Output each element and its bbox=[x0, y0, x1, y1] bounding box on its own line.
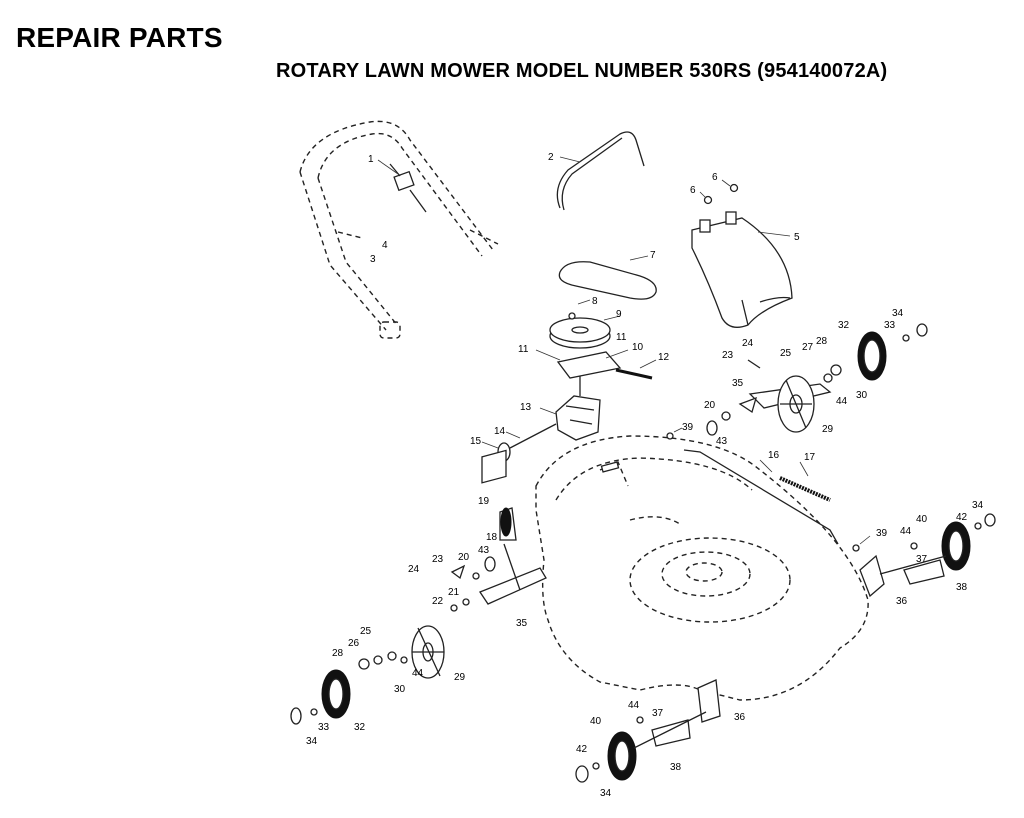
rear-left-wheel-assembly bbox=[290, 449, 547, 725]
part-1-control bbox=[377, 159, 427, 213]
callout-24b: 24 bbox=[408, 564, 420, 575]
part-17-strip bbox=[779, 461, 831, 502]
callout-38b: 38 bbox=[670, 762, 682, 773]
callout-23b: 23 bbox=[432, 554, 444, 565]
callout-8: 8 bbox=[592, 296, 598, 307]
callout-11a: 11 bbox=[518, 344, 529, 355]
part-39-studs bbox=[666, 427, 871, 552]
callout-20a: 20 bbox=[704, 400, 716, 411]
callout-19: 19 bbox=[478, 496, 490, 507]
callout-28a: 28 bbox=[816, 336, 828, 347]
callout-30a: 30 bbox=[856, 390, 868, 401]
callout-4: 4 bbox=[382, 240, 388, 251]
callout-25a: 25 bbox=[780, 348, 792, 359]
callout-25b: 25 bbox=[360, 626, 372, 637]
callout-34d: 34 bbox=[600, 788, 612, 799]
front-right-wheel-assembly bbox=[859, 513, 996, 598]
callout-42a: 42 bbox=[956, 512, 968, 523]
callout-9: 9 bbox=[616, 309, 622, 320]
callout-10: 10 bbox=[632, 342, 644, 353]
mower-deck bbox=[535, 435, 869, 701]
callout-27: 27 bbox=[802, 342, 814, 353]
callout-5: 5 bbox=[794, 232, 800, 243]
page-title: REPAIR PARTS bbox=[16, 22, 223, 53]
callout-18: 18 bbox=[486, 532, 498, 543]
part-13-transmission bbox=[481, 376, 601, 462]
callout-39a: 39 bbox=[682, 422, 694, 433]
callout-23a: 23 bbox=[722, 350, 734, 361]
callout-32b: 32 bbox=[354, 722, 366, 733]
page-subtitle: ROTARY LAWN MOWER MODEL NUMBER 530RS (95… bbox=[276, 60, 888, 82]
callout-30b: 30 bbox=[394, 684, 406, 695]
callout-35a: 35 bbox=[732, 378, 744, 389]
callout-2: 2 bbox=[548, 152, 554, 163]
callout-3: 3 bbox=[370, 254, 376, 265]
callout-29a: 29 bbox=[822, 424, 834, 435]
callout-39b: 39 bbox=[876, 528, 888, 539]
callout-16: 16 bbox=[768, 450, 780, 461]
callout-33a: 33 bbox=[884, 320, 896, 331]
callout-44a: 44 bbox=[836, 396, 848, 407]
callout-labels: 1 2 3 4 5 6 6 7 8 9 10 11 11 12 13 14 15… bbox=[306, 152, 984, 799]
callout-6b: 6 bbox=[712, 172, 718, 183]
part-16-rod bbox=[683, 449, 839, 545]
callout-26: 26 bbox=[348, 638, 360, 649]
rear-right-wheel-assembly bbox=[706, 323, 928, 436]
callout-28b: 28 bbox=[332, 648, 344, 659]
callout-43b: 43 bbox=[478, 545, 490, 556]
part-5-chute bbox=[691, 211, 793, 328]
front-left-wheel-assembly bbox=[575, 679, 721, 783]
callout-32a: 32 bbox=[838, 320, 850, 331]
part-8-11-pulley bbox=[535, 299, 629, 379]
callout-44c: 44 bbox=[900, 526, 912, 537]
callout-44d: 44 bbox=[628, 700, 640, 711]
callout-37b: 37 bbox=[652, 708, 664, 719]
callout-40b: 40 bbox=[590, 716, 602, 727]
callout-13: 13 bbox=[520, 402, 532, 413]
callout-29b: 29 bbox=[454, 672, 466, 683]
callout-37a: 37 bbox=[916, 554, 928, 565]
callout-24a: 24 bbox=[742, 338, 754, 349]
callout-34c: 34 bbox=[972, 500, 984, 511]
callout-33b: 33 bbox=[318, 722, 330, 733]
callout-34b: 34 bbox=[306, 736, 318, 747]
callout-15: 15 bbox=[470, 436, 482, 447]
callout-22: 22 bbox=[432, 596, 444, 607]
part-12-pin bbox=[615, 359, 657, 380]
callout-21: 21 bbox=[448, 587, 460, 598]
callout-43a: 43 bbox=[716, 436, 728, 447]
callout-42b: 42 bbox=[576, 744, 588, 755]
part-7-belt bbox=[558, 255, 657, 300]
callout-34a: 34 bbox=[892, 308, 904, 319]
callout-36a: 36 bbox=[896, 596, 908, 607]
callout-12: 12 bbox=[658, 352, 670, 363]
callout-38a: 38 bbox=[956, 582, 968, 593]
callout-36b: 36 bbox=[734, 712, 746, 723]
mower-handle bbox=[299, 120, 499, 339]
callout-11b: 11 bbox=[616, 332, 627, 343]
callout-20b: 20 bbox=[458, 552, 470, 563]
part-6-screws bbox=[699, 179, 739, 205]
callout-40a: 40 bbox=[916, 514, 928, 525]
callout-17: 17 bbox=[804, 452, 816, 463]
callout-14: 14 bbox=[494, 426, 506, 437]
callout-35b: 35 bbox=[516, 618, 528, 629]
callout-6a: 6 bbox=[690, 185, 696, 196]
callout-7: 7 bbox=[650, 250, 656, 261]
part-2-frame bbox=[556, 131, 645, 211]
callout-44b: 44 bbox=[412, 668, 424, 679]
callout-1: 1 bbox=[368, 154, 374, 165]
